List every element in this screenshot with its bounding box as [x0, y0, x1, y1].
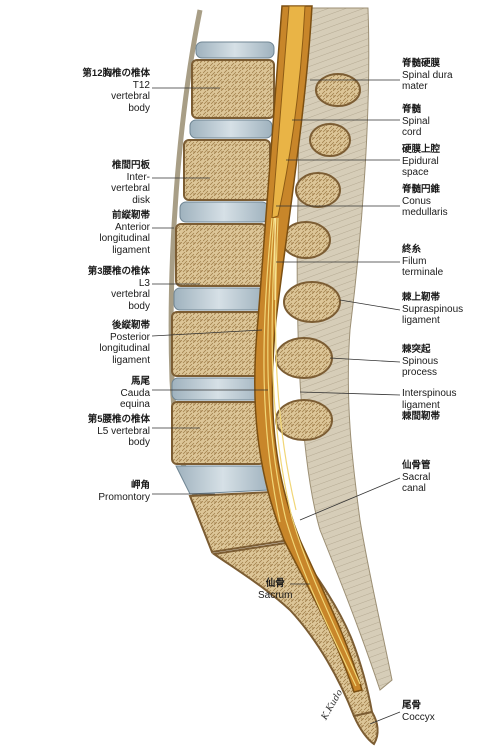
vertebral-body-l1: [183, 139, 271, 201]
label-ja: 脊髄硬膜: [402, 58, 441, 69]
label-en: Filum terminale: [402, 255, 444, 279]
label-ja: 脊髄: [402, 104, 422, 115]
disk: [175, 465, 271, 495]
label-spinal-cord: 脊髄 Spinal cord: [402, 104, 430, 139]
label-en: Spinous process: [402, 355, 439, 379]
coccyx: [352, 710, 379, 746]
vertebral-body-l3: [171, 311, 265, 377]
label-anterior-longitudinal-ligament: 前縦靭帯 Anterior longitudinal ligament: [99, 210, 150, 256]
label-en: Conus medullaris: [402, 195, 448, 219]
label-en: Supraspinous ligament: [402, 303, 464, 327]
leader-sacral-canal: [299, 477, 401, 521]
vertebral-body-l4: [171, 401, 265, 465]
label-en: Spinal dura mater: [402, 69, 453, 93]
label-ja: 前縦靭帯: [111, 210, 150, 221]
leader-coccyx: [369, 711, 401, 725]
label-ja: 棘間靭帯: [402, 411, 441, 422]
vertebral-body-t12: [191, 59, 275, 119]
label-en: Anterior longitudinal ligament: [99, 221, 150, 256]
disk: [189, 119, 273, 139]
label-t12-vertebral-body: 第12胸椎の椎体 T12 vertebral body: [82, 68, 150, 114]
label-posterior-longitudinal-ligament: 後縦靭帯 Posterior longitudinal ligament: [99, 320, 150, 366]
label-sacral-canal: 仙骨管 Sacral canal: [402, 460, 431, 495]
label-en: T12 vertebral body: [111, 79, 150, 114]
spinous-process: [275, 399, 333, 441]
label-ja: 硬膜上腔: [402, 144, 441, 155]
disk: [195, 41, 275, 59]
label-coccyx: 尾骨 Coccyx: [402, 700, 435, 723]
label-en: Posterior longitudinal ligament: [99, 331, 150, 366]
label-ja: 脊髄円錐: [402, 184, 441, 195]
label-en: Promontory: [98, 491, 150, 503]
label-ja: 第3腰椎の椎体: [87, 266, 150, 277]
label-en: L3 vertebral body: [111, 277, 150, 312]
label-ja: 第12胸椎の椎体: [82, 68, 150, 79]
leader-supraspinous: [339, 299, 401, 311]
label-promontory: 岬角 Promontory: [98, 480, 150, 503]
label-ja: 後縦靭帯: [111, 320, 150, 331]
label-l3-vertebral-body: 第3腰椎の椎体 L3 vertebral body: [88, 266, 150, 312]
label-ja: 終糸: [402, 244, 422, 255]
leader-pll: [151, 329, 263, 337]
cauda-equina: [263, 217, 361, 687]
label-en: Inter- vertebral disk: [111, 171, 150, 206]
label-filum-terminale: 終糸 Filum terminale: [402, 244, 443, 279]
spinous-process: [281, 221, 331, 259]
label-interspinous-ligament: Interspinous ligament 棘間靭帯: [402, 388, 456, 423]
label-spinal-dura-mater: 脊髄硬膜 Spinal dura mater: [402, 58, 453, 93]
disk: [173, 287, 265, 311]
label-en: Epidural space: [402, 155, 439, 179]
label-epidural-space: 硬膜上腔 Epidural space: [402, 144, 440, 179]
vertebral-body-l2: [175, 223, 267, 287]
label-en: Spinal cord: [402, 115, 430, 139]
disk: [171, 377, 265, 401]
label-supraspinous-ligament: 棘上靭帯 Supraspinous ligament: [402, 292, 463, 327]
label-cauda-equina: 馬尾 Cauda equina: [120, 376, 150, 411]
label-ja: 椎間円板: [111, 160, 150, 171]
label-ja: 仙骨管: [402, 460, 431, 471]
spinous-process: [295, 172, 341, 208]
label-spinous-process: 棘突起 Spinous process: [402, 344, 438, 379]
label-ja: 仙骨: [265, 578, 285, 589]
label-ja: 尾骨: [402, 700, 422, 711]
leader-spinous: [329, 357, 401, 363]
label-ja: 棘突起: [402, 344, 431, 355]
label-ja: 第5腰椎の椎体: [87, 414, 150, 425]
label-sacrum: 仙骨 Sacrum: [258, 578, 292, 601]
label-en: Sacral canal: [402, 471, 431, 495]
disk: [179, 201, 269, 223]
label-l5-vertebral-body: 第5腰椎の椎体 L5 vertebral body: [88, 414, 150, 449]
label-en: Sacrum: [258, 589, 293, 601]
label-intervertebral-disk: 椎間円板 Inter- vertebral disk: [111, 160, 150, 206]
label-en: Coccyx: [402, 711, 435, 723]
label-en: Interspinous ligament: [402, 388, 457, 411]
label-conus-medullaris: 脊髄円錐 Conus medullaris: [402, 184, 448, 219]
label-en: L5 vertebral body: [97, 425, 150, 449]
label-ja: 馬尾: [130, 376, 150, 387]
spinous-process: [309, 123, 351, 157]
label-ja: 棘上靭帯: [402, 292, 441, 303]
spinal-cord: [271, 5, 306, 219]
spinous-process: [315, 73, 361, 107]
spinous-process: [275, 337, 333, 379]
leader-interspinous: [299, 391, 401, 396]
label-en: Cauda equina: [119, 387, 150, 411]
spinous-process: [283, 281, 341, 323]
leader-lines: [151, 79, 401, 725]
label-ja: 岬角: [130, 480, 150, 491]
